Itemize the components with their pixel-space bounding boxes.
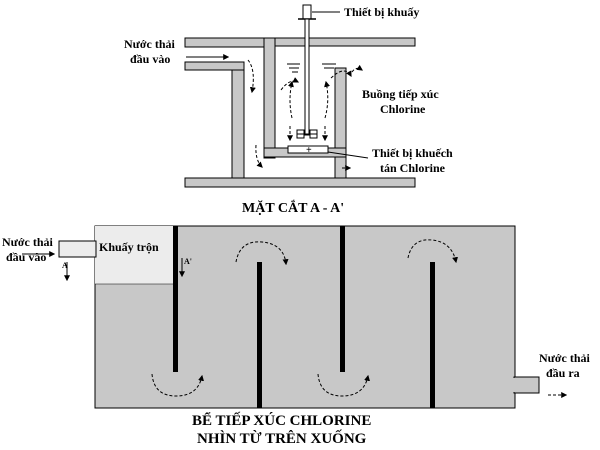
plan-baffle-3 — [340, 226, 345, 372]
plan-outlet-pipe — [513, 376, 540, 394]
plan-view: A A' Nước thải đầu vào Khuấy trộn Nước t… — [2, 225, 591, 447]
plan-inlet-pipe — [58, 240, 97, 258]
chamber-right-wall — [334, 67, 347, 181]
plan-baffle-1 — [173, 226, 178, 372]
plan-flow-arrows — [151, 239, 568, 398]
section-inlet-label-1: Nước thải — [124, 37, 176, 51]
plan-outlet-label-2: đầu ra — [546, 366, 580, 380]
section-inlet-label-2: đầu vào — [130, 52, 170, 66]
plan-outlet-label-1: Nước thải — [539, 351, 591, 365]
mixer-icon — [296, 4, 318, 139]
chamber-left-wall — [263, 37, 276, 159]
section-view: + Thiết bị khuấy Nước thải đầu vào Buồng… — [124, 4, 453, 216]
mixer-motor — [302, 4, 312, 20]
section-mixer-label: Thiết bị khuấy — [344, 5, 419, 19]
svg-text:+: + — [306, 145, 312, 156]
plan-baffle-2 — [257, 262, 262, 408]
section-chamber-label-1: Buồng tiếp xúc — [362, 87, 439, 101]
plan-baffle-4 — [430, 262, 435, 408]
base-slab — [184, 177, 416, 188]
diffuser-leader-line — [327, 151, 369, 159]
section-marker-a: A — [62, 261, 70, 282]
plan-title-1: BỂ TIẾP XÚC CHLORINE — [192, 411, 371, 429]
chamber-top-slab — [274, 37, 416, 47]
inlet-channel-top-slab — [184, 37, 276, 48]
plan-inlet-label-2: đầu vào — [6, 250, 46, 264]
inlet-lip — [184, 61, 245, 71]
plan-mixing-label: Khuấy trộn — [99, 240, 159, 254]
marker-a-prime-label: A' — [184, 257, 192, 266]
marker-a-label: A — [62, 261, 68, 270]
plan-inlet-label-1: Nước thải — [2, 235, 54, 249]
section-diffuser-label-2: tán Chlorine — [380, 161, 446, 175]
mixer-shaft — [304, 18, 310, 136]
plan-mixing-zone — [95, 226, 175, 284]
section-marker-a-prime: A' — [179, 257, 192, 278]
section-chamber-label-2: Chlorine — [380, 102, 426, 116]
inlet-channel-outer-wall — [231, 61, 245, 181]
section-flow-arrows — [186, 54, 363, 171]
plan-title-2: NHÌN TỪ TRÊN XUỐNG — [197, 429, 367, 447]
diffuser-icon: + — [287, 145, 329, 156]
section-title: MẶT CẮT A - A' — [242, 199, 344, 216]
section-diffuser-label-1: Thiết bị khuếch — [372, 146, 453, 160]
water-surface-marks — [287, 63, 336, 73]
